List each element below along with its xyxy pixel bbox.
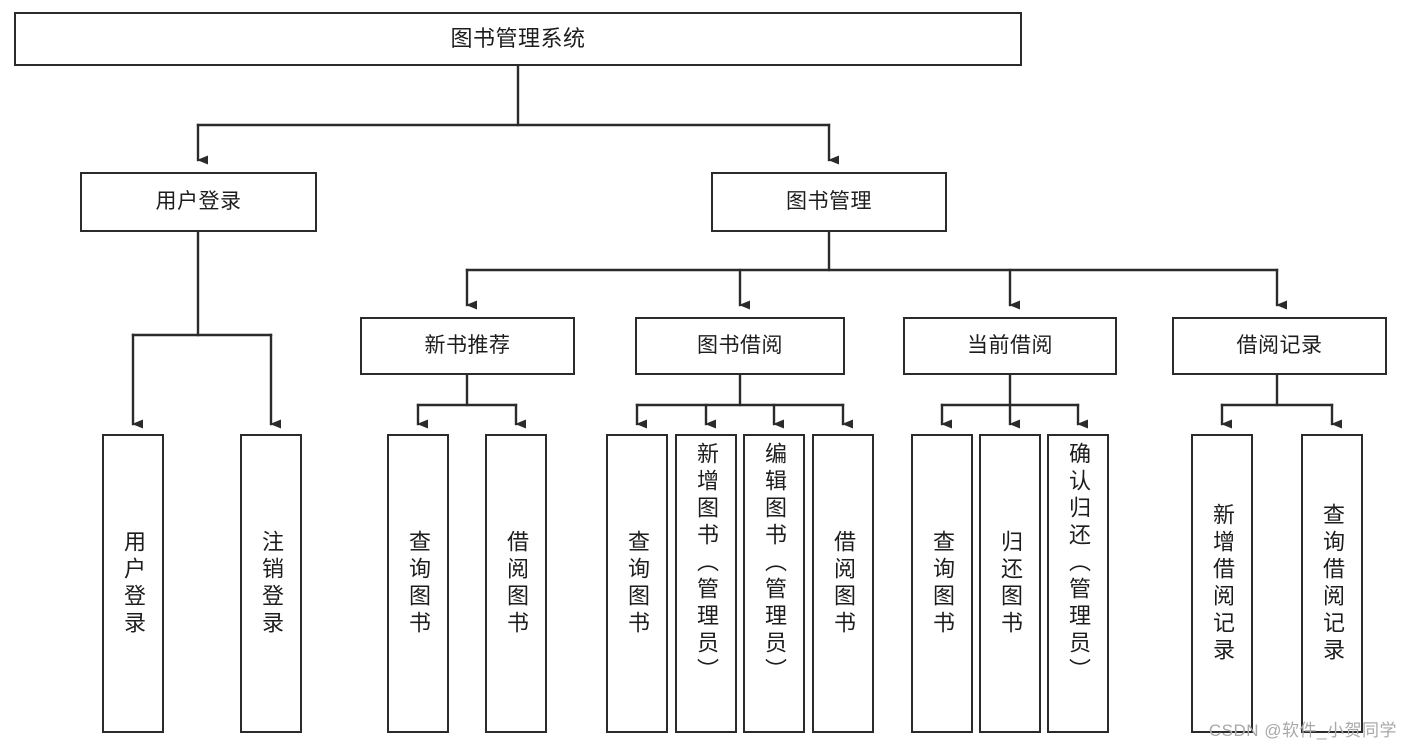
leaf-add-borrow-record[interactable]: 新增借阅记录: [1191, 434, 1253, 733]
node-label: 图书借阅: [697, 333, 783, 357]
node-label: 注销登录: [259, 529, 284, 638]
node-new-book-recommend[interactable]: 新书推荐: [360, 317, 575, 375]
node-label: 新增图书（管理员）: [694, 442, 719, 685]
node-label: 查询图书: [930, 529, 955, 638]
leaf-query-book-borrow[interactable]: 查询图书: [606, 434, 668, 733]
leaf-query-book-recommend[interactable]: 查询图书: [387, 434, 449, 733]
node-label: 查询图书: [625, 529, 650, 638]
node-user-login[interactable]: 用户登录: [80, 172, 317, 232]
node-label: 借阅记录: [1236, 333, 1323, 357]
node-label: 新书推荐: [424, 333, 511, 357]
node-label: 用户登录: [121, 529, 146, 638]
leaf-user-logout[interactable]: 注销登录: [240, 434, 302, 733]
node-borrow-record[interactable]: 借阅记录: [1172, 317, 1387, 375]
node-root-book-management-system[interactable]: 图书管理系统: [14, 12, 1022, 66]
node-current-borrow[interactable]: 当前借阅: [903, 317, 1117, 375]
node-label: 图书管理: [786, 189, 872, 213]
leaf-query-book-current[interactable]: 查询图书: [911, 434, 973, 733]
node-label: 编辑图书（管理员）: [762, 442, 787, 685]
node-book-borrow[interactable]: 图书借阅: [635, 317, 845, 375]
node-label: 借阅图书: [504, 529, 529, 638]
node-label: 查询借阅记录: [1320, 502, 1345, 665]
node-label: 新增借阅记录: [1210, 502, 1235, 665]
leaf-query-borrow-record[interactable]: 查询借阅记录: [1301, 434, 1363, 733]
leaf-user-login[interactable]: 用户登录: [102, 434, 164, 733]
leaf-edit-book-admin[interactable]: 编辑图书（管理员）: [743, 434, 805, 733]
leaf-borrow-book-recommend[interactable]: 借阅图书: [485, 434, 547, 733]
node-label: 图书管理系统: [450, 26, 586, 52]
node-label: 查询图书: [406, 529, 431, 638]
leaf-add-book-admin[interactable]: 新增图书（管理员）: [675, 434, 737, 733]
node-label: 借阅图书: [831, 529, 856, 638]
node-label: 用户登录: [155, 189, 242, 213]
node-label: 当前借阅: [967, 333, 1053, 357]
leaf-borrow-book[interactable]: 借阅图书: [812, 434, 874, 733]
leaf-return-book[interactable]: 归还图书: [979, 434, 1041, 733]
node-label: 确认归还（管理员）: [1066, 442, 1091, 685]
node-label: 归还图书: [998, 529, 1023, 638]
leaf-confirm-return-admin[interactable]: 确认归还（管理员）: [1047, 434, 1109, 733]
node-book-management[interactable]: 图书管理: [711, 172, 947, 232]
